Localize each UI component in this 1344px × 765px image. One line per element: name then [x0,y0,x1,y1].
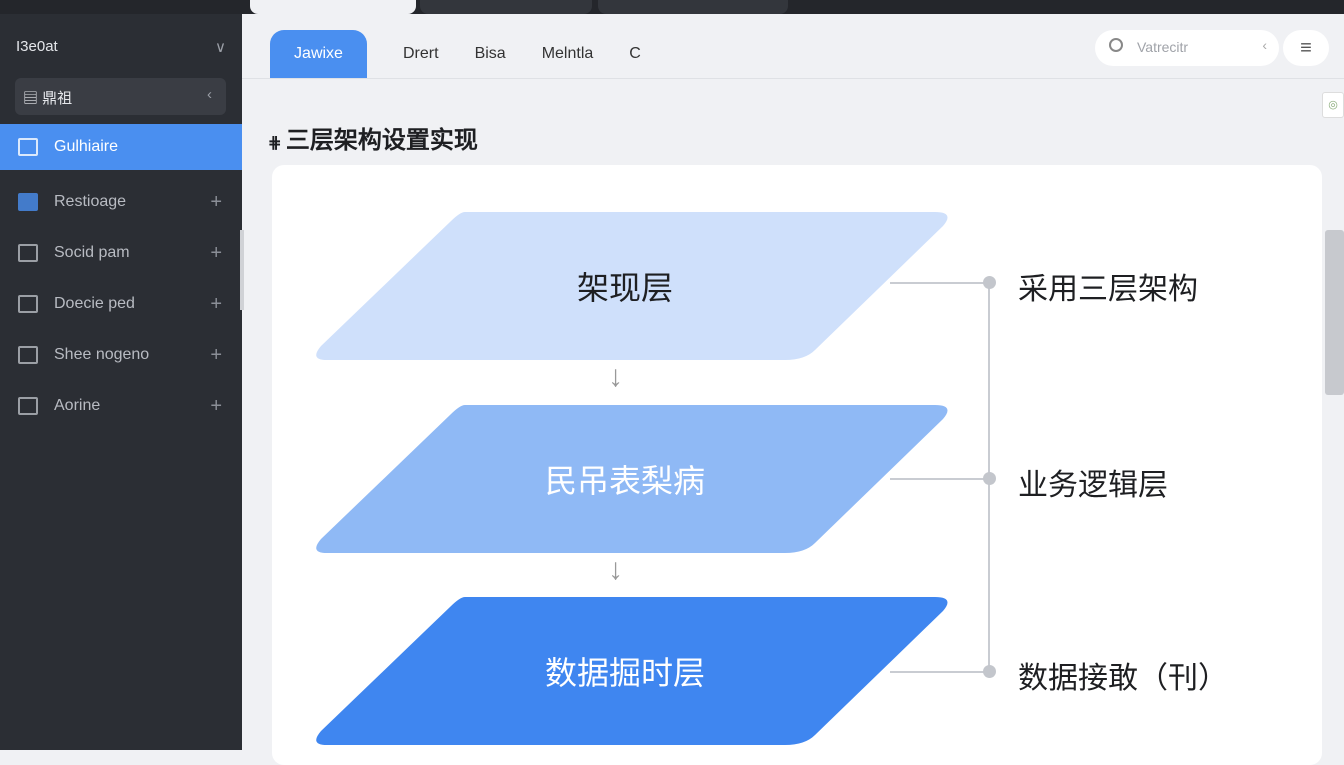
hamburger-icon: ≡ [1300,37,1312,59]
layout-icon [18,295,38,313]
parallelogram [316,597,948,745]
sidebar-scrollbar[interactable] [240,230,244,310]
browser-tab[interactable] [420,0,592,14]
tab-4[interactable]: C [629,45,641,62]
tab-1[interactable]: Drert [403,45,439,62]
sidebar-item-label: Shee nogeno [54,346,150,363]
page-title-text: 三层架构设置实现 [285,127,478,154]
arrow-down-icon: ↓ [608,553,623,586]
grid-icon [18,138,38,156]
sidebar-item-3[interactable]: Doecie ped + [0,281,242,327]
sidebar-item-4[interactable]: Shee nogeno + [0,332,242,378]
tab-3[interactable]: Melntla [541,45,594,62]
parallelogram [316,405,948,553]
divider [242,78,1344,79]
sidebar-item-5[interactable]: Aorine + [0,383,242,429]
annotation-label: 采用三层架构 [1018,273,1198,306]
annotation-label: 业务逻辑层 [1018,469,1168,502]
plus-icon[interactable]: + [210,292,222,315]
tab-0[interactable]: Jawixe [270,30,367,78]
connector-dot [983,472,996,485]
connector-line [890,282,990,284]
sidebar-title: I3e0at [16,38,58,55]
chevron-left-icon[interactable]: ‹ [207,86,212,103]
menu-button[interactable]: ≡ [1283,30,1329,66]
sidebar-item-label: Restioage [54,193,127,210]
sidebar-item-label: Gulhiaire [54,138,119,155]
panel-icon [18,346,38,364]
browser-tab[interactable] [598,0,788,14]
browser-tab[interactable] [250,0,416,14]
search-placeholder: Vatrecitr [1137,39,1189,55]
layer-business: 民吊表梨病 [315,405,949,553]
layer-shape [316,405,948,553]
tab-2[interactable]: Bisa [474,45,506,62]
connector-dot [983,665,996,678]
plus-icon[interactable]: + [210,190,222,213]
search-input[interactable]: Vatrecitr ‹ [1095,30,1279,66]
main-scrollbar[interactable] [1325,230,1344,395]
layer-shape [316,212,948,360]
arrow-down-icon: ↓ [608,360,623,393]
sidebar-item-label: Socid pam [54,244,130,261]
layer-label: 数据掘时层 [544,655,705,691]
connector-dot [983,276,996,289]
sidebar-item-1[interactable]: Restioage + [0,179,242,225]
sidebar-item-2[interactable]: Socid pam + [0,230,242,276]
plus-icon[interactable]: + [210,241,222,264]
sidebar-header[interactable]: I3e0at ∨ [16,38,226,56]
box-icon [18,397,38,415]
document-icon [18,193,38,211]
sidebar-item-label: Doecie ped [54,295,135,312]
side-toggle-button[interactable]: ◎ [1322,92,1344,118]
search-icon [1109,38,1123,52]
connector-line [890,671,990,673]
sidebar-item-label: Aorine [54,397,101,414]
layer-label: 民吊表梨病 [544,463,705,499]
tab-bar: Jawixe Drert Bisa Melntla C [270,30,677,78]
plus-icon[interactable]: + [210,343,222,366]
annotation-label: 数据接敢（刊） [1018,662,1228,695]
layer-label: 架现层 [576,270,673,306]
layer-shape [316,597,948,745]
sidebar: I3e0at ∨ ▤ 鼎祖 ‹ Gulhiaire Restioage + Socid… [0,14,242,750]
plus-icon[interactable]: + [210,394,222,417]
chevron-down-icon[interactable]: ∨ [215,39,226,56]
calendar-icon [18,244,38,262]
sidebar-item-0[interactable]: Gulhiaire [0,124,242,170]
chevron-left-icon[interactable]: ‹ [1262,37,1267,53]
window-top-bar [0,0,1344,14]
sidebar-selector[interactable]: ▤ 鼎祖 ‹ [15,78,226,115]
list-icon: ▤ [23,90,43,107]
layer-data: 数据掘时层 [315,597,949,745]
parallelogram [316,212,948,360]
layer-presentation: 架现层 [315,212,949,360]
page-title: ⋕ 三层架构设置实现 [268,120,478,155]
selector-label: 鼎祖 [42,90,73,107]
connector-line [890,478,990,480]
hash-icon: ⋕ [268,135,286,152]
